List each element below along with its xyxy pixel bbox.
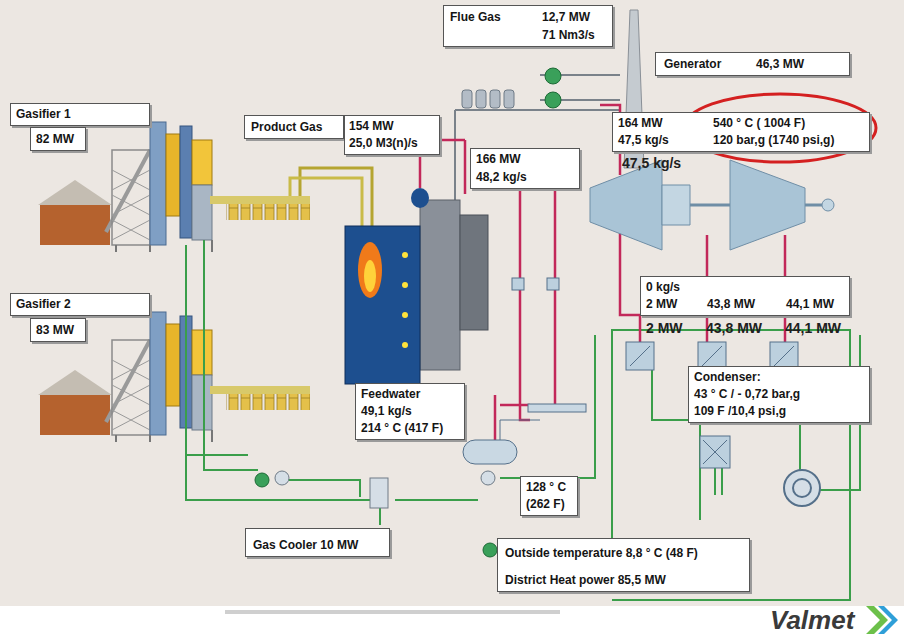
box-text: 44,1 MW [786, 297, 834, 312]
value-box: Outside temperature 8,8 ° C (48 F) Distri… [497, 538, 750, 592]
value-box: Product Gas [244, 115, 344, 139]
value-box: 166 MW 48,2 kg/s [470, 148, 580, 189]
box-text: Condenser: [694, 370, 761, 385]
box-text: Outside temperature 8,8 ° C (48 F) [505, 546, 698, 561]
box-text: Generator [664, 57, 721, 72]
value-box: Generator 46,3 MW [655, 52, 850, 76]
box-text: 12,7 MW [542, 10, 590, 25]
box-text: Product Gas [251, 120, 322, 135]
box-text: 46,3 MW [756, 57, 804, 72]
overlay-value: 2 MW [646, 320, 683, 336]
value-box: 83 MW [30, 318, 86, 342]
overlay-value: 43,8 MW [706, 320, 762, 336]
box-text: 48,2 kg/s [476, 170, 527, 185]
box-text: 82 MW [36, 132, 74, 147]
value-box: 154 MW 25,0 M3(n)/s [344, 115, 440, 155]
box-text: 166 MW [476, 152, 521, 167]
box-text: 154 MW [349, 119, 394, 134]
box-text: Feedwater [361, 387, 420, 402]
overlay-value: 47,5 kg/s [622, 155, 681, 171]
overlay-value: 44,1 MW [785, 320, 841, 336]
box-text: 49,1 kg/s [361, 404, 412, 419]
box-text: 71 Nm3/s [542, 28, 595, 43]
box-text: Flue Gas [450, 10, 501, 25]
box-text: (262 F) [526, 497, 565, 512]
box-text: 540 ° C ( 1004 F) [713, 116, 805, 131]
box-text: 43 ° C / - 0,72 bar,g [694, 387, 800, 402]
box-text: 83 MW [36, 323, 74, 338]
box-text: 2 MW [646, 297, 677, 312]
value-box: 164 MW 47,5 kg/s 540 ° C ( 1004 F) 120 bar,… [612, 112, 870, 152]
value-box: Gas Cooler 10 MW [245, 528, 390, 557]
box-text: Gasifier 2 [16, 297, 71, 312]
value-box: Flue Gas 12,7 MW 71 Nm3/s [443, 5, 613, 47]
value-box: Gasifier 1 [10, 103, 150, 126]
value-box: Feedwater 49,1 kg/s 214 ° C (417 F) [355, 383, 465, 440]
box-text: 43,8 MW [707, 297, 755, 312]
box-text: 128 ° C [526, 480, 566, 495]
box-text: 25,0 M3(n)/s [349, 136, 418, 151]
box-text: 164 MW [618, 116, 663, 131]
box-text: 47,5 kg/s [618, 133, 669, 148]
value-box: 128 ° C (262 F) [520, 476, 578, 516]
box-text: 109 F /10,4 psi,g [694, 404, 786, 419]
value-box: Gasifier 2 [10, 293, 150, 316]
value-box: 82 MW [30, 127, 86, 151]
box-text: Gasifier 1 [16, 107, 71, 122]
box-text: 120 bar,g (1740 psi,g) [713, 133, 834, 148]
value-box: 0 kg/s 2 MW 43,8 MW 44,1 MW [640, 276, 850, 316]
box-text: 0 kg/s [646, 280, 680, 295]
box-text: 214 ° C (417 F) [361, 421, 443, 436]
company-logo: Valmet [770, 606, 854, 634]
box-text: Gas Cooler 10 MW [253, 538, 358, 553]
value-box: Condenser: 43 ° C / - 0,72 bar,g 109 F /10… [688, 366, 870, 423]
box-text: District Heat power 85,5 MW [505, 573, 666, 588]
